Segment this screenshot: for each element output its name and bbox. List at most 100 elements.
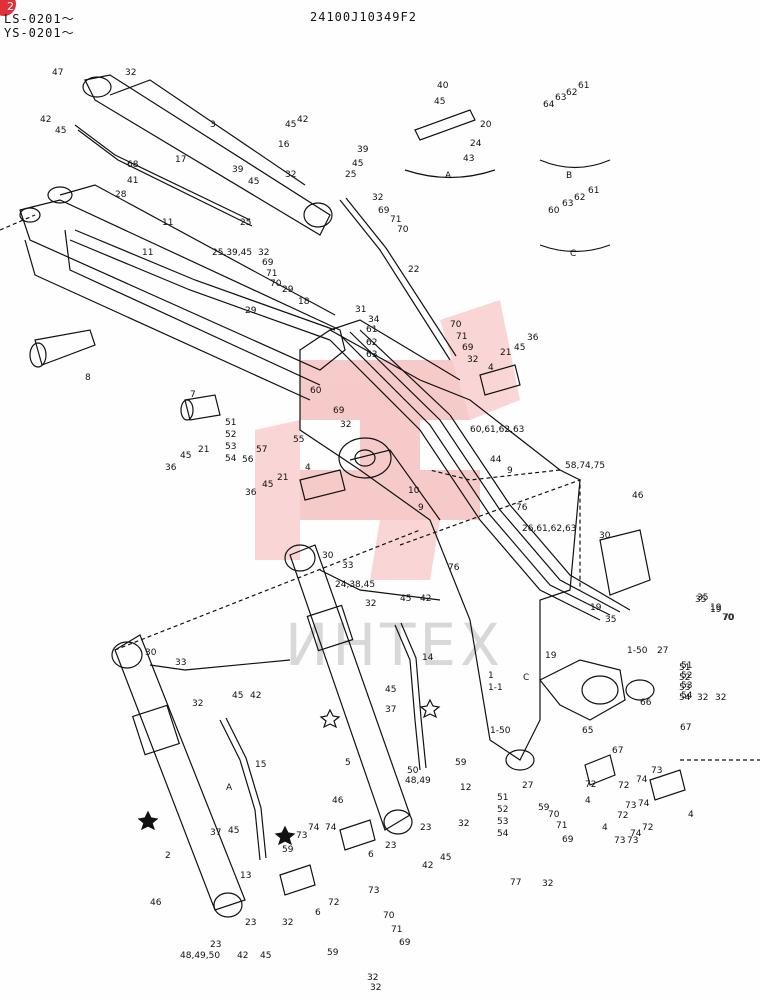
part-label-l76b: 76 (448, 563, 460, 573)
part-label-l74b: 74 (308, 823, 320, 833)
part-label-l53a: 53 (225, 442, 236, 452)
part-label-l30b: 30 (322, 551, 334, 561)
part-label-l55: 55 (293, 435, 304, 445)
part-label-l29b: 29 (245, 306, 257, 316)
part-label-l62b: 62 (574, 193, 585, 203)
part-label-l1: 1 (488, 671, 494, 681)
part-label-l62a: 62 (566, 88, 577, 98)
part-label-l20: 20 (480, 120, 492, 130)
part-label-l35c: 35 (697, 593, 708, 603)
part-label-l54c: 54 (497, 829, 509, 839)
part-label-l69b: 69 (378, 206, 390, 216)
part-label-l69e: 69 (562, 835, 574, 845)
part-label-l71e: 71 (391, 925, 402, 935)
part-label-l4c: 4 (585, 796, 591, 806)
part-label-l150b: 1-50 (490, 726, 511, 736)
part-label-l11a: 11 (162, 218, 173, 228)
part-label-l45e: 45 (434, 97, 445, 107)
part-label-l32c: 32 (258, 248, 269, 258)
part-label-l15: 15 (255, 760, 266, 770)
part-label-l69f: 69 (399, 938, 411, 948)
part-label-l6a: 6 (368, 850, 374, 860)
watermark-logo (255, 300, 520, 580)
part-label-l52c: 52 (497, 805, 508, 815)
part-label-l19b: 19 (545, 651, 557, 661)
part-label-l72b: 72 (642, 823, 653, 833)
part-label-l45n: 45 (260, 951, 271, 961)
part-label-l32f: 32 (340, 420, 351, 430)
part-label-l45h: 45 (262, 480, 273, 490)
part-label-l587475: 58,74,75 (565, 461, 605, 471)
part-label-l9a: 9 (507, 466, 513, 476)
view-callouts: A B C C A (226, 171, 576, 793)
part-label-l45b: 45 (248, 177, 259, 187)
part-label-l45f: 45 (514, 343, 525, 353)
part-label-l51d: 51 (681, 661, 692, 671)
part-label-l66: 66 (640, 698, 652, 708)
part-label-l74d: 74 (325, 823, 337, 833)
part-label-l65: 65 (582, 726, 593, 736)
part-label-l32l: 32 (282, 918, 293, 928)
part-label-l71c: 71 (456, 332, 467, 342)
part-label-l71a: 71 (266, 269, 277, 279)
part-label-l44: 44 (490, 455, 502, 465)
part-label-l45c: 45 (285, 120, 296, 130)
callout-b: B (566, 171, 572, 181)
part-label-l12: 12 (460, 783, 471, 793)
part-label-l21a: 21 (500, 348, 511, 358)
part-label-l484950: 48,49,50 (180, 951, 220, 961)
part-label-l19a: 19 (590, 603, 602, 613)
part-label-l42d: 42 (250, 691, 261, 701)
part-label-l23b: 23 (385, 841, 396, 851)
part-label-l52a: 52 (225, 430, 236, 440)
part-label-l73e: 73 (625, 801, 636, 811)
part-label-l23a: 23 (420, 823, 431, 833)
part-label-l51c: 51 (497, 793, 508, 803)
part-label-l71b: 71 (390, 215, 401, 225)
part-label-l253945: 25,39,45 (212, 248, 252, 258)
part-label-l61c: 61 (366, 325, 377, 335)
part-label-l8: 8 (85, 373, 91, 383)
part-label-l59b: 59 (282, 845, 294, 855)
part-label-l54b: 54 (679, 693, 691, 703)
part-label-l37b: 37 (210, 828, 221, 838)
part-label-l74c: 74 (630, 829, 642, 839)
part-label-l23c: 23 (245, 918, 256, 928)
part-label-l4b: 4 (305, 463, 311, 473)
part-label-l52d: 52 (681, 671, 692, 681)
part-label-l77: 77 (510, 878, 521, 888)
part-label-l32n: 32 (370, 983, 381, 993)
part-label-l27a: 27 (657, 646, 668, 656)
part-label-l9b: 9 (418, 503, 424, 513)
part-label-l19d: 19 (710, 603, 722, 613)
part-label-l14: 14 (422, 653, 434, 663)
part-label-l70f: 70 (383, 911, 395, 921)
part-label-l32i: 32 (192, 699, 203, 709)
part-label-l32k: 32 (542, 879, 553, 889)
part-label-l16: 16 (278, 140, 290, 150)
part-label-l21b: 21 (198, 445, 209, 455)
part-label-l63c: 63 (366, 350, 377, 360)
part-label-l67a: 67 (680, 723, 691, 733)
part-label-l73c: 73 (614, 836, 625, 846)
part-label-l7: 7 (190, 390, 196, 400)
part-label-l150a: 1-50 (627, 646, 648, 656)
part-label-l57: 57 (256, 445, 267, 455)
part-label-l13: 13 (240, 871, 251, 881)
part-label-l31: 31 (355, 305, 366, 315)
part-label-l69a: 69 (262, 258, 274, 268)
part-label-l60a: 60 (548, 206, 560, 216)
part-label-l63a: 63 (555, 93, 566, 103)
part-label-l35a: 35 (605, 615, 616, 625)
part-label-l45i: 45 (400, 594, 411, 604)
part-label-l73f: 73 (627, 836, 638, 846)
part-label-l53d: 53 (681, 681, 692, 691)
part-label-l243845: 24,38,45 (335, 580, 375, 590)
part-label-l30a: 30 (599, 531, 611, 541)
part-label-l59d: 59 (327, 948, 339, 958)
callout-a-arrow: A (226, 783, 233, 793)
serial-range-ls: LS-0201～ (4, 12, 75, 26)
part-label-l42a: 42 (40, 115, 51, 125)
part-label-l26616263: 26,61,62,63 (522, 524, 576, 534)
